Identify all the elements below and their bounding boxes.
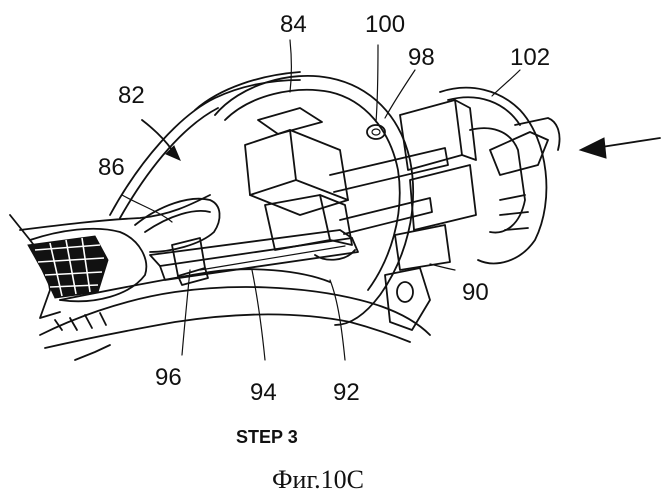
pad-hatch: [28, 236, 108, 298]
arrow-82: [142, 120, 180, 160]
label-94: 94: [250, 379, 277, 406]
label-100: 100: [365, 11, 405, 38]
hole-100: [367, 125, 385, 139]
step-label: STEP 3: [236, 427, 298, 447]
label-96: 96: [155, 364, 182, 391]
label-84: 84: [280, 11, 307, 38]
label-86: 86: [98, 154, 125, 181]
insertion-arrow: [580, 138, 660, 158]
label-92: 92: [333, 379, 360, 406]
rail-94: [150, 230, 358, 280]
figure-caption: Фиг.10С: [272, 465, 364, 494]
label-102: 102: [510, 44, 550, 71]
label-90: 90: [462, 279, 489, 306]
label-98: 98: [408, 44, 435, 71]
end-cap-102: [440, 88, 560, 264]
inner-mechanism: [245, 108, 355, 260]
label-82: 82: [118, 82, 145, 109]
